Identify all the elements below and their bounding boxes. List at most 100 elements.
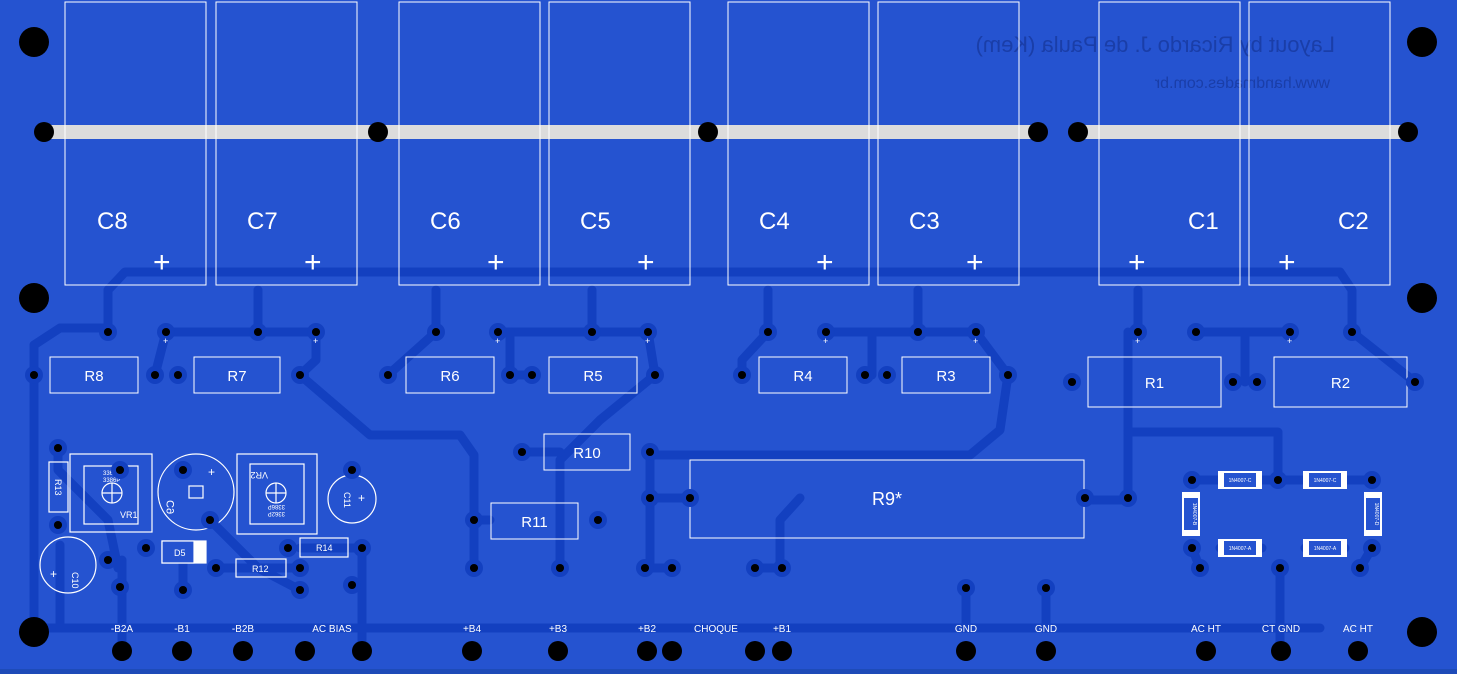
pad-hole: [383, 370, 393, 380]
connector-pad: [548, 641, 568, 661]
capacitor-plus: +: [153, 246, 171, 279]
pad-hole: [1003, 370, 1013, 380]
vr2-label: VR2: [250, 470, 268, 480]
c10-label: C10: [70, 572, 80, 589]
connector-pad: [745, 641, 765, 661]
capacitor-outline: [215, 1, 358, 286]
resistor-outline: [490, 502, 579, 540]
connector-pad: [1271, 641, 1291, 661]
credits: Layout by Ricardo J. de Paula (Kem) www.…: [975, 32, 1335, 92]
pad-hole: [1123, 493, 1133, 503]
pad-hole: [173, 370, 183, 380]
diode: 1N4007-A: [1303, 539, 1347, 557]
connector-label: AC HT: [1191, 624, 1221, 635]
connector-label: +B2: [638, 624, 657, 635]
c11-label: C11: [342, 492, 352, 508]
pad-hole: [860, 370, 870, 380]
resistor-label: R10: [573, 445, 601, 462]
pad-hole: [643, 327, 653, 337]
resistor-label: R6: [440, 368, 459, 385]
diode-fill: [1184, 498, 1198, 530]
capacitor-outline: [64, 1, 207, 286]
resistor-outline: [901, 356, 991, 394]
connector-label: GND: [955, 624, 977, 635]
diode-label: 1N4007-C: [1314, 478, 1337, 484]
pad-hole: [593, 515, 603, 525]
vr1-label: VR1: [120, 510, 138, 520]
pad-plus-mark: +: [163, 336, 168, 346]
resistor-r7: R7: [193, 356, 281, 394]
pad-hole: [777, 563, 787, 573]
capacitor-c6: C6+: [398, 1, 541, 286]
pad-hole: [517, 447, 527, 457]
capacitor-c1: C1+: [1098, 1, 1241, 286]
connector-pad: [1036, 641, 1056, 661]
small-parts: [39, 453, 377, 594]
connector-label: +B3: [549, 624, 568, 635]
resistor-r11: R11: [490, 502, 579, 540]
resistor-outline: [405, 356, 495, 394]
diode-label: 1N4007-B: [1191, 503, 1197, 526]
pad-hole: [115, 582, 125, 592]
pads: ++++++++: [25, 323, 1424, 599]
pad-hole: [640, 563, 650, 573]
resistor-label: R8: [84, 368, 103, 385]
capacitor-label: C2: [1338, 208, 1369, 235]
pad-hole: [295, 370, 305, 380]
capacitor-c7: C7+: [215, 1, 358, 286]
connector-pad: [172, 641, 192, 661]
resistor-label: R5: [583, 368, 602, 385]
pad-hole: [161, 327, 171, 337]
c10-plus: +: [50, 567, 57, 581]
pad-hole: [1367, 543, 1377, 553]
diode: 1N4007-B: [1182, 492, 1200, 536]
connector-pad: [1196, 641, 1216, 661]
connector-label: -B1: [174, 624, 190, 635]
diode: 1N4007-C: [1303, 471, 1347, 489]
capacitor-plus: +: [487, 246, 505, 279]
pad-hole: [1041, 583, 1051, 593]
pad-hole: [431, 327, 441, 337]
connector-label: CT GND: [1262, 624, 1300, 635]
c9-label: C9: [165, 500, 177, 514]
pad-hole: [555, 563, 565, 573]
credit-author: Layout by Ricardo J. de Paula (Kem): [975, 32, 1335, 57]
capacitor-c8: C8+: [64, 1, 207, 286]
connector-label: +B1: [773, 624, 792, 635]
pad-hole: [737, 370, 747, 380]
connector-pad: [956, 641, 976, 661]
pad-hole: [1187, 543, 1197, 553]
pad-hole: [1367, 475, 1377, 485]
capacitor-c3: C3+: [877, 1, 1020, 286]
resistor-r6: R6: [405, 356, 495, 394]
pad-hole: [357, 543, 367, 553]
pad-hole: [311, 327, 321, 337]
diode-fill: [1366, 498, 1380, 530]
diode-label: 1N4007-A: [1314, 546, 1337, 552]
resistor-r4: R4: [758, 356, 848, 394]
pad-hole: [750, 563, 760, 573]
diode: 1N4007-C: [1218, 471, 1262, 489]
capacitor-plus: +: [1278, 246, 1296, 279]
pad-hole: [211, 563, 221, 573]
pad-hole: [971, 327, 981, 337]
pad-plus-mark: +: [645, 336, 650, 346]
capacitor-c4: C4+: [727, 1, 870, 286]
diode-fill: [1224, 541, 1256, 555]
pad-hole: [685, 493, 695, 503]
pad-hole: [295, 585, 305, 595]
capacitor-outline: [548, 1, 691, 286]
resistor-label: R2: [1331, 375, 1350, 392]
diode-fill: [1224, 473, 1256, 487]
connector-pad: [1348, 641, 1368, 661]
capacitor-label: C4: [759, 208, 790, 235]
resistor-r3: R3: [901, 356, 991, 394]
strap-holes: [34, 122, 1418, 142]
connector-label: +B4: [463, 624, 482, 635]
pad-hole: [645, 493, 655, 503]
pad-hole: [527, 370, 537, 380]
r12-label: R12: [252, 564, 269, 574]
pad-hole: [1273, 475, 1283, 485]
